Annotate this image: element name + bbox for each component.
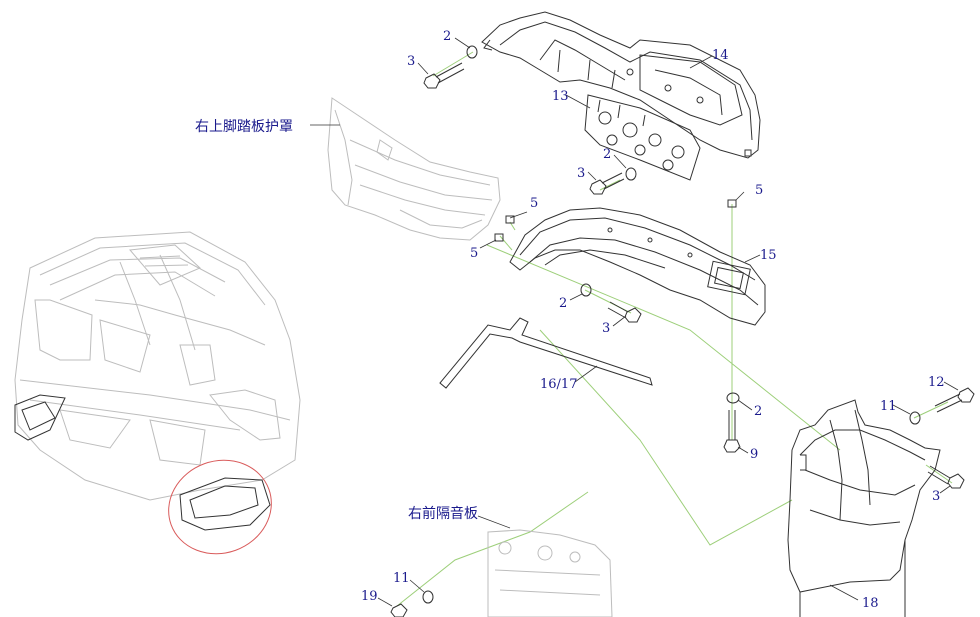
fastener-clips bbox=[494, 199, 737, 242]
step-guard-part bbox=[327, 97, 501, 241]
callout-3: 3 bbox=[932, 489, 940, 504]
part-18-side-panel bbox=[787, 399, 941, 617]
fastener-washers bbox=[422, 45, 921, 604]
bolt-9 bbox=[723, 410, 741, 453]
part-16-17-seal-strip bbox=[439, 317, 653, 389]
cab-overview bbox=[14, 231, 301, 555]
callout-5: 5 bbox=[755, 183, 763, 198]
part-14-upper-bracket bbox=[481, 11, 761, 159]
callout-2: 2 bbox=[559, 296, 567, 311]
callout-11: 11 bbox=[393, 571, 410, 586]
bolt-19 bbox=[390, 603, 408, 617]
callout-3: 3 bbox=[577, 166, 585, 181]
assembly-guide-lines bbox=[396, 51, 953, 607]
bolt-3c bbox=[607, 301, 642, 323]
callout-18: 18 bbox=[862, 596, 879, 611]
callout-2: 2 bbox=[603, 147, 611, 162]
callout-15: 15 bbox=[760, 248, 777, 263]
callout-2: 2 bbox=[754, 404, 762, 419]
callout-16-17: 16/17 bbox=[540, 377, 577, 392]
callout-3: 3 bbox=[602, 321, 610, 336]
part-13-plate bbox=[584, 94, 701, 181]
callout-9: 9 bbox=[750, 447, 758, 462]
callout-11: 11 bbox=[880, 399, 897, 414]
bolt-12 bbox=[934, 387, 975, 413]
label-right-upper-step-guard: 右上脚踏板护罩 bbox=[195, 119, 293, 135]
part-name-labels: 右上脚踏板护罩 右前隔音板 bbox=[195, 119, 478, 522]
callout-14: 14 bbox=[712, 48, 729, 63]
bolt-3a bbox=[423, 62, 465, 89]
label-right-front-insulation: 右前隔音板 bbox=[408, 505, 478, 522]
callout-3: 3 bbox=[407, 54, 415, 69]
callout-13: 13 bbox=[552, 89, 569, 104]
callout-labels: 2 3 14 13 2 3 5 5 5 15 2 3 16/17 12 11 2… bbox=[361, 29, 945, 611]
callout-19: 19 bbox=[361, 589, 378, 604]
callout-2: 2 bbox=[443, 29, 451, 44]
highlight-ellipse bbox=[168, 459, 272, 555]
callout-5: 5 bbox=[470, 246, 478, 261]
insulation-panel-part bbox=[487, 529, 613, 617]
part-15-arched-guard bbox=[509, 207, 766, 326]
callout-12: 12 bbox=[928, 375, 945, 390]
bolt-3b bbox=[589, 172, 625, 195]
fastener-bolts bbox=[390, 62, 975, 617]
callout-5: 5 bbox=[530, 196, 538, 211]
bolt-3d bbox=[927, 465, 965, 489]
leader-lines bbox=[310, 37, 959, 607]
